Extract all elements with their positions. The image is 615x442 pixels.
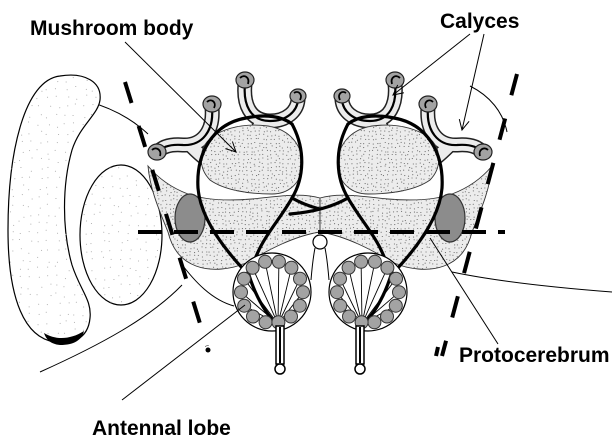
left-al-glomerulus	[235, 286, 248, 299]
right-al-glomerulus	[331, 286, 344, 299]
right-al-glomerulus	[342, 261, 355, 274]
leader-calyces-1	[393, 34, 470, 95]
left-antennal-nerve	[275, 326, 285, 374]
label-calyces: Calyces	[440, 10, 519, 33]
right-al-glomerulus	[368, 255, 381, 268]
right-al-glomerulus	[368, 316, 381, 329]
left-calyx-cap	[236, 72, 254, 88]
left-al-glomerulus	[259, 255, 272, 268]
right-al-glomerulus	[381, 261, 394, 274]
right-al-glomerulus	[393, 286, 406, 299]
label-antennal-lobe: Antennal lobe	[92, 417, 231, 440]
right-al-glomerulus	[343, 310, 356, 323]
right-calyx-cap	[419, 96, 437, 112]
left-al-glomerulus	[293, 299, 306, 312]
left-al-glomerulus	[246, 261, 259, 274]
right-calyx-cap	[386, 72, 404, 88]
left-al-glomerulus	[285, 261, 298, 274]
label-mushroom-body: Mushroom body	[30, 17, 194, 40]
left-al-glomerulus	[285, 310, 298, 323]
right-al-glomerulus	[334, 272, 347, 285]
right-antennal-nerve-end	[355, 364, 365, 374]
left-al-glomerulus	[294, 272, 307, 285]
dashed-line-left-end-dot	[206, 348, 211, 353]
left-calyx-cap	[203, 96, 221, 112]
left-al-glomerulus	[272, 255, 285, 268]
left-al-glomerulus	[297, 286, 310, 299]
right-al-glomerulus	[334, 299, 347, 312]
leader-protocerebrum	[430, 238, 498, 344]
right-hemisphere	[290, 72, 492, 374]
left-al-glomerulus	[238, 272, 251, 285]
midline-bulb-stalk	[311, 248, 329, 280]
midline-bulb	[313, 235, 327, 249]
left-antennal-nerve-end	[275, 364, 285, 374]
head-outline-lower-right	[452, 272, 612, 292]
right-al-glomerulus	[355, 255, 368, 268]
left-antennal-lobe	[233, 253, 311, 331]
midline-structure	[311, 235, 329, 280]
left-al-glomerulus	[259, 316, 272, 329]
label-protocerebrum: Protocerebrum	[459, 344, 610, 367]
right-antennal-lobe	[329, 253, 407, 331]
right-al-glomerulus	[390, 272, 403, 285]
right-al-glomerulus	[381, 310, 394, 323]
left-al-glomerulus	[247, 310, 260, 323]
right-antennal-nerve	[355, 326, 365, 374]
left-calyx-cap	[148, 144, 166, 160]
right-al-glomerulus	[389, 299, 402, 312]
leader-calyces-2	[462, 34, 484, 130]
dashed-line-right-end	[436, 347, 438, 356]
right-calyx-cap	[474, 144, 492, 160]
